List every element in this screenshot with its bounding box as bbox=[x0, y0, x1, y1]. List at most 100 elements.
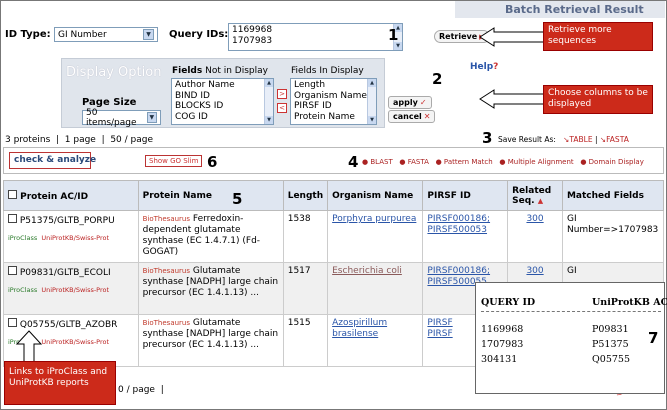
footer-per-page: 0 / page bbox=[118, 385, 155, 395]
callout-arrow-2 bbox=[479, 89, 545, 109]
tool-pattern-match[interactable]: ● Pattern Match bbox=[435, 158, 493, 166]
move-left-button[interactable]: < bbox=[277, 103, 287, 113]
move-right-button[interactable]: > bbox=[277, 89, 287, 99]
list-item[interactable]: Organism Name bbox=[294, 90, 367, 101]
sort-icon[interactable]: ▲ bbox=[537, 196, 544, 205]
list-item[interactable]: Author Name bbox=[175, 80, 235, 90]
organism-link[interactable]: Azospirillum brasilense bbox=[332, 318, 388, 339]
id-type-value: GI Number bbox=[58, 29, 107, 40]
help-label: Help bbox=[470, 62, 494, 72]
col-matched-fields[interactable]: Matched Fields bbox=[561, 180, 665, 211]
pirsf-link[interactable]: PIRSF500055 bbox=[427, 277, 488, 287]
page-size-value: 50 items/page bbox=[86, 107, 137, 128]
length-value: 1515 bbox=[287, 318, 311, 328]
col-length[interactable]: Length bbox=[282, 180, 329, 211]
query-id-cell: 1707983 bbox=[481, 339, 524, 350]
query-id-line: 1707983 bbox=[232, 35, 273, 46]
matched-field: GI Number=>1707983 bbox=[566, 214, 659, 235]
tool-label: BLAST bbox=[370, 158, 393, 166]
query-ids-textarea[interactable]: 1169968 1707983 ▲▼ bbox=[228, 23, 403, 51]
pirsf-link[interactable]: PIRSF000186; bbox=[427, 266, 491, 276]
apply-button[interactable]: apply✓ bbox=[388, 96, 432, 109]
list-item[interactable]: Protein Name bbox=[294, 111, 355, 122]
list-item[interactable]: Length bbox=[294, 80, 326, 90]
tool-fasta[interactable]: ● FASTA bbox=[399, 158, 429, 166]
scrollbar[interactable]: ▲▼ bbox=[367, 79, 376, 124]
tool-multiple-alignment[interactable]: ● Multiple Alignment bbox=[499, 158, 574, 166]
marker-3: 3 bbox=[482, 129, 493, 147]
col-protein-ac[interactable]: Protein AC/ID bbox=[3, 180, 139, 211]
protein-id: Q05755/GLTB_AZOBR bbox=[19, 320, 118, 330]
callout-columns: Choose columns to be displayed bbox=[543, 85, 653, 114]
query-mapping-popup: QUERY ID UniProtKB AC 1169968 P09831 170… bbox=[475, 282, 667, 394]
pirsf-link[interactable]: PIRSF bbox=[427, 329, 453, 339]
cancel-button[interactable]: cancel✕ bbox=[388, 110, 436, 123]
related-seq-link[interactable]: 300 bbox=[526, 266, 544, 276]
organism-link[interactable]: Porphyra purpurea bbox=[332, 214, 417, 224]
page-count: 1 page bbox=[64, 135, 96, 145]
list-item[interactable]: BLOCKS ID bbox=[175, 101, 224, 111]
cancel-label: cancel bbox=[393, 112, 422, 121]
row-checkbox[interactable] bbox=[8, 318, 17, 327]
col-protein-name[interactable]: Protein Name bbox=[137, 180, 284, 211]
col-organism[interactable]: Organism Name bbox=[327, 180, 424, 211]
marker-7: 7 bbox=[648, 329, 659, 347]
chevron-down-icon: ▼ bbox=[146, 112, 157, 123]
tool-blast[interactable]: ● BLAST bbox=[362, 158, 393, 166]
fields-bold: Fields bbox=[172, 66, 203, 76]
save-result-as: Save Result As: ↘TABLE | ↘FASTA bbox=[498, 135, 629, 144]
list-item[interactable]: COG ID bbox=[175, 111, 208, 122]
help-link[interactable]: Help? bbox=[470, 62, 498, 72]
scrollbar[interactable]: ▲▼ bbox=[264, 79, 273, 124]
organism-link[interactable]: Escherichia coli bbox=[332, 266, 402, 276]
page-size-select[interactable]: 50 items/page ▼ bbox=[82, 107, 161, 128]
biothesaurus-link[interactable]: BioThesaurus bbox=[142, 319, 191, 327]
callout-arrow-1 bbox=[479, 27, 545, 47]
show-go-slim-button[interactable]: Show GO Slim bbox=[145, 155, 203, 167]
tool-domain-display[interactable]: ● Domain Display bbox=[580, 158, 644, 166]
pirsf-link[interactable]: PIRSF bbox=[427, 318, 453, 328]
table-row: P51375/GLTB_PORPU iProClass UniProtKB/Sw… bbox=[3, 210, 665, 263]
list-item[interactable]: BIND ID bbox=[175, 90, 210, 101]
uniprotkb-link[interactable]: UniProtKB/Swiss-Prot bbox=[41, 286, 110, 294]
tool-label: Domain Display bbox=[588, 158, 644, 166]
close-icon: ✕ bbox=[423, 112, 431, 121]
list-item[interactable]: PIRSF ID bbox=[294, 101, 332, 111]
tool-label: Multiple Alignment bbox=[507, 158, 574, 166]
pirsf-link[interactable]: PIRSF500053 bbox=[427, 225, 488, 235]
save-as-label: Save Result As: bbox=[498, 135, 556, 144]
col-pirsf[interactable]: PIRSF ID bbox=[422, 180, 509, 211]
pirsf-link[interactable]: PIRSF000186; bbox=[427, 214, 491, 224]
length-value: 1538 bbox=[287, 214, 311, 224]
chevron-down-icon: ▼ bbox=[143, 29, 154, 40]
select-all-checkbox[interactable] bbox=[8, 189, 17, 199]
check-analyze-button[interactable]: check & analyze bbox=[9, 152, 96, 169]
col-label: Protein Name bbox=[142, 190, 212, 201]
iproclass-link[interactable]: iProClass bbox=[8, 234, 38, 242]
per-page: 50 / page bbox=[110, 135, 154, 145]
help-icon: ? bbox=[493, 62, 499, 72]
check-analyze-label: check & analyze bbox=[14, 155, 97, 165]
callout-retrieve: Retrieve more sequences bbox=[543, 22, 653, 51]
biothesaurus-link[interactable]: BioThesaurus bbox=[142, 267, 191, 275]
not-in-display-list[interactable]: Author Name BIND ID BLOCKS ID COG ID ▲▼ bbox=[171, 78, 274, 125]
related-seq-link[interactable]: 300 bbox=[526, 214, 544, 224]
show-go-label: Show GO Slim bbox=[149, 157, 199, 165]
row-checkbox[interactable] bbox=[8, 266, 17, 275]
save-fasta-link[interactable]: ↘FASTA bbox=[599, 135, 629, 144]
scrollbar[interactable]: ▲▼ bbox=[393, 24, 402, 50]
protein-id: P51375/GLTB_PORPU bbox=[19, 216, 115, 226]
in-display-list[interactable]: Length Organism Name PIRSF ID Protein Na… bbox=[290, 78, 377, 125]
uniprotkb-link[interactable]: UniProtKB/Swiss-Prot bbox=[41, 338, 110, 346]
divider bbox=[481, 311, 661, 312]
biothesaurus-link[interactable]: BioThesaurus bbox=[142, 215, 191, 223]
uniprot-ac-cell: P51375 bbox=[592, 339, 629, 350]
uniprotkb-link[interactable]: UniProtKB/Swiss-Prot bbox=[41, 234, 110, 242]
col-related-seq[interactable]: Related Seq. ▲ bbox=[507, 180, 563, 211]
matched-field: GI bbox=[566, 266, 577, 276]
row-checkbox[interactable] bbox=[8, 214, 17, 223]
query-id-cell: 1169968 bbox=[481, 324, 524, 335]
save-table-link[interactable]: ↘TABLE bbox=[563, 135, 593, 144]
id-type-select[interactable]: GI Number ▼ bbox=[54, 27, 158, 42]
iproclass-link[interactable]: iProClass bbox=[8, 286, 38, 294]
